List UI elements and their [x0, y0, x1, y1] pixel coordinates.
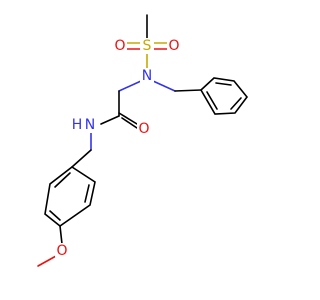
bond-carbonyl-o-a	[118, 112, 138, 125]
atom-labels: O S O N O N H O	[55, 38, 181, 259]
methoxyphenethyl-group	[37, 131, 96, 267]
bond-n-ch2	[118, 80, 142, 92]
phenyl-inner-2	[230, 97, 242, 110]
acetamide-backbone	[100, 80, 142, 129]
atom-o-methoxy: O	[56, 243, 67, 259]
atom-n-sulfonamide: N	[142, 68, 152, 84]
methoxyphenyl-ring	[44, 166, 96, 227]
atom-n-amide: N	[85, 117, 95, 133]
atom-o-sulfonyl-right: O	[168, 38, 179, 54]
phenyl-ring	[199, 77, 249, 115]
bond-ethyl-2	[71, 149, 92, 168]
methoxyphenyl-inner-3	[54, 172, 71, 188]
atom-h-amide: H	[72, 117, 83, 133]
atom-o-amide: O	[138, 121, 149, 137]
phenyl-inner-1	[215, 82, 232, 86]
phenethyl-group	[152, 77, 249, 115]
atom-o-sulfonyl-left: O	[114, 38, 125, 54]
bond-n-ethyl	[152, 80, 176, 92]
bond-ethyl	[174, 89, 202, 92]
bond-carbonyl-o-b	[121, 117, 138, 129]
bond-ring-o-methoxy	[59, 225, 63, 245]
atom-s-sulfonyl: S	[143, 38, 152, 54]
methanesulfonyl-group	[126, 14, 168, 69]
molecule-structure: O S O N O N H O	[37, 14, 249, 267]
methoxyphenyl-inner-2	[49, 210, 61, 221]
bond-o-methyl	[37, 255, 57, 267]
bond-carbonyl-n	[100, 115, 120, 125]
phenyl-inner-3	[206, 91, 218, 110]
methoxyphenyl-inner-1	[84, 184, 90, 203]
